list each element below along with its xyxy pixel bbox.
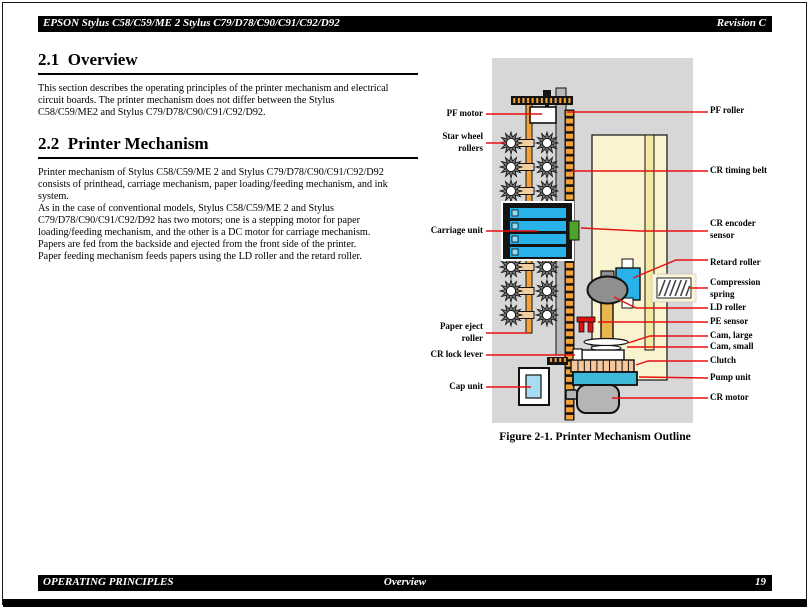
body-paragraph: As in the case of conventional models, S…	[38, 203, 371, 238]
label-cr-lock-lever: CR lock lever	[430, 349, 483, 359]
footer-page-number: 19	[755, 576, 766, 588]
page-bottom-edge	[3, 599, 807, 607]
label-ld-roller: LD roller	[710, 302, 747, 312]
label-pf-motor: PF motor	[446, 108, 483, 118]
leader-lines	[486, 111, 709, 399]
footer-center: Overview	[383, 576, 427, 588]
header-revision: Revision C	[716, 17, 766, 29]
heading-rule	[38, 157, 418, 159]
label-clutch: Clutch	[710, 355, 737, 365]
clutch-part	[570, 349, 635, 373]
footer-left: OPERATING PRINCIPLES	[43, 576, 174, 588]
label-retard-roller: Retard roller	[710, 257, 761, 267]
heading-rule	[38, 73, 418, 75]
cr-timing-belt-part	[564, 109, 575, 421]
cr-encoder-sensor-part	[568, 220, 580, 241]
body-paragraph: This section describes the operating pri…	[38, 83, 389, 118]
label-cam-large: Cam, large	[710, 330, 753, 340]
body-paragraph: Papers are fed from the backside and eje…	[38, 239, 357, 250]
label-carriage-unit: Carriage unit	[430, 225, 483, 235]
cr-motor-part	[565, 384, 620, 414]
label-pe-sensor: PE sensor	[710, 316, 749, 326]
body-paragraph: Paper feeding mechanism feeds papers usi…	[38, 251, 362, 262]
header-title: EPSON Stylus C58/C59/ME 2 Stylus C79/D78…	[43, 17, 340, 29]
footer-bar: Overview OPERATING PRINCIPLES 19	[38, 575, 772, 591]
label-cap-unit: Cap unit	[449, 381, 483, 391]
compression-spring-part	[651, 273, 697, 303]
label-cam-small: Cam, small	[710, 341, 754, 351]
label-pump-unit: Pump unit	[710, 372, 751, 382]
body-paragraph: Printer mechanism of Stylus C58/C59/ME 2…	[38, 167, 388, 202]
section-overview: 2.1 Overview This section describes the …	[38, 50, 418, 119]
cam-parts	[583, 337, 629, 351]
section-heading: 2.2 Printer Mechanism	[38, 134, 209, 153]
section-printer-mechanism: 2.2 Printer Mechanism Printer mechanism …	[38, 134, 418, 263]
figure-caption: Figure 2-1. Printer Mechanism Outline	[499, 431, 691, 443]
pe-sensor-part	[576, 316, 596, 333]
section-heading: 2.1 Overview	[38, 50, 138, 69]
pump-unit-part	[572, 371, 638, 386]
header-bar: EPSON Stylus C58/C59/ME 2 Stylus C79/D78…	[38, 16, 772, 32]
ld-roller-part	[586, 270, 629, 343]
label-pf-roller: PF roller	[710, 105, 745, 115]
pf-motor-part	[529, 106, 557, 124]
label-cr-timing-belt: CR timing belt	[710, 165, 767, 175]
top-comb-rail	[511, 90, 573, 109]
paper-guide-strip	[644, 134, 655, 351]
label-cr-motor: CR motor	[710, 392, 749, 402]
